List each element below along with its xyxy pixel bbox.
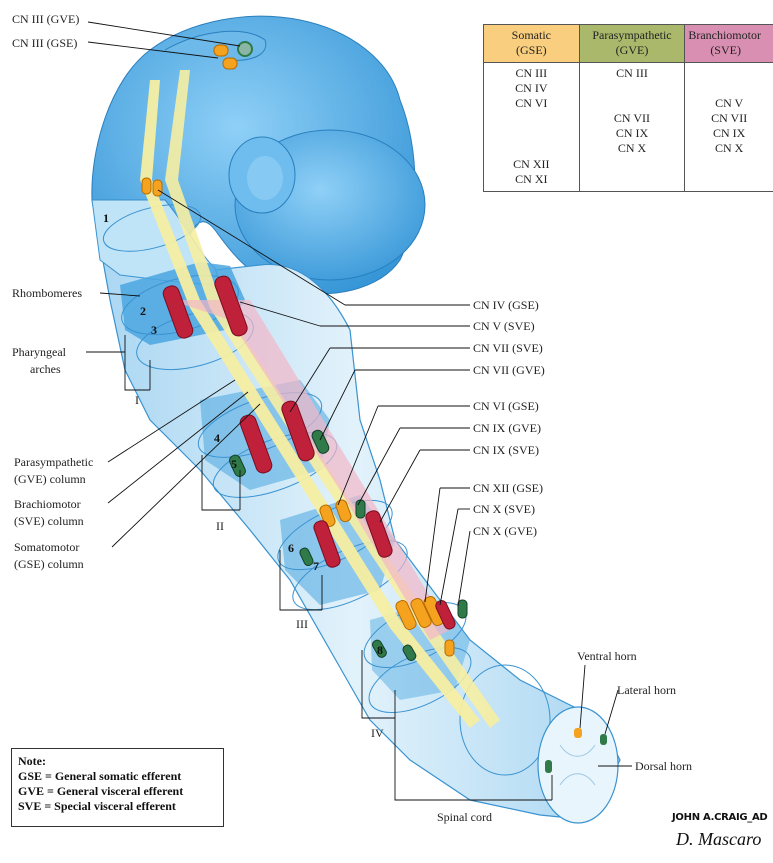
- table-cell: CN V: [685, 96, 773, 111]
- table-cell: CN X: [685, 141, 773, 156]
- arch-numeral: IV: [371, 726, 384, 740]
- rhombomere-number: 2: [140, 304, 146, 318]
- rhombomere-number: 5: [231, 457, 237, 471]
- artist-signature: JOHN A.CRAIG_AD D. Mascaro: [662, 812, 770, 856]
- label-cn10-sve: CN X (SVE): [473, 502, 535, 516]
- label-spinal-cord: Spinal cord: [437, 810, 492, 824]
- label-cn9-sve: CN IX (SVE): [473, 443, 539, 457]
- rhombomere-number: 3: [151, 323, 157, 337]
- label-cn6-gse: CN VI (GSE): [473, 399, 539, 413]
- label-somatomotor: Somatomotor: [14, 540, 79, 554]
- label-lateral-horn: Lateral horn: [617, 683, 676, 697]
- efferent-column-table: Somatic (GSE) CN III CN IV CN VI CN XII …: [483, 24, 773, 192]
- label-pharyngeal: Pharyngeal: [12, 345, 67, 359]
- table-cell: CN VII: [580, 111, 685, 126]
- label-arches: arches: [30, 362, 61, 376]
- label-rhombomeres: Rhombomeres: [12, 286, 82, 300]
- label-brachiomotor: Brachiomotor: [14, 497, 81, 511]
- label-cn12-gse: CN XII (GSE): [473, 481, 543, 495]
- ventral-horn-marker: [574, 728, 582, 738]
- table-column-parasympathetic: Parasympathetic (GVE) CN III CN VII CN I…: [580, 25, 686, 191]
- table-header-somatic: Somatic (GSE): [484, 25, 579, 63]
- table-cell: CN III: [580, 66, 685, 81]
- table-header-parasympathetic: Parasympathetic (GVE): [580, 25, 685, 63]
- label-dorsal-horn: Dorsal horn: [635, 759, 692, 773]
- table-cell: CN X: [580, 141, 685, 156]
- label-parasympathetic: Parasympathetic: [14, 455, 93, 469]
- label-cn10-gve: CN X (GVE): [473, 524, 537, 538]
- rhombomere-number: 6: [288, 541, 294, 555]
- label-ventral-horn: Ventral horn: [577, 649, 637, 663]
- label-cn7-sve: CN VII (SVE): [473, 341, 543, 355]
- table-column-branchiomotor: Branchiomotor (SVE) CN V CN VII CN IX CN…: [685, 25, 773, 191]
- label-cn3-gse: CN III (GSE): [12, 36, 77, 50]
- note-line: GVE = General visceral efferent: [18, 784, 217, 799]
- signature-line-2: D. Mascaro: [676, 829, 761, 850]
- lateral-horn-marker: [600, 734, 607, 745]
- label-somatomotor-column: (GSE) column: [14, 557, 84, 571]
- table-cell: CN VI: [484, 96, 579, 111]
- table-cell: CN IX: [685, 126, 773, 141]
- table-cell: CN III: [484, 66, 579, 81]
- rhombomere-number: 1: [103, 211, 109, 225]
- arch-numeral: III: [296, 617, 308, 631]
- label-cn3-gve: CN III (GVE): [12, 12, 79, 26]
- note-box: Note: GSE = General somatic efferent GVE…: [11, 748, 224, 827]
- table-cell: CN XII: [484, 157, 579, 172]
- table-cell: CN XI: [484, 172, 579, 187]
- table-cell: CN VII: [685, 111, 773, 126]
- signature-line-1: JOHN A.CRAIG_AD: [672, 812, 767, 823]
- label-cn4-gse: CN IV (GSE): [473, 298, 539, 312]
- note-line: GSE = General somatic efferent: [18, 769, 217, 784]
- table-header-branchiomotor: Branchiomotor (SVE): [685, 25, 773, 63]
- label-brachiomotor-column: (SVE) column: [14, 514, 84, 528]
- label-cn9-gve: CN IX (GVE): [473, 421, 541, 435]
- note-title: Note:: [18, 754, 217, 769]
- label-cn5-sve: CN V (SVE): [473, 319, 535, 333]
- rhombomere-number: 8: [377, 643, 383, 657]
- table-cell: CN IV: [484, 81, 579, 96]
- label-cn7-gve: CN VII (GVE): [473, 363, 545, 377]
- label-parasympathetic-column: (GVE) column: [14, 472, 86, 486]
- table-column-somatic: Somatic (GSE) CN III CN IV CN VI CN XII …: [484, 25, 580, 191]
- table-cell: CN IX: [580, 126, 685, 141]
- note-line: SVE = Special visceral efferent: [18, 799, 217, 814]
- arch-numeral: I: [135, 393, 139, 407]
- rhombomere-number: 7: [313, 559, 319, 573]
- arch-numeral: II: [216, 519, 224, 533]
- rhombomere-number: 4: [214, 431, 220, 445]
